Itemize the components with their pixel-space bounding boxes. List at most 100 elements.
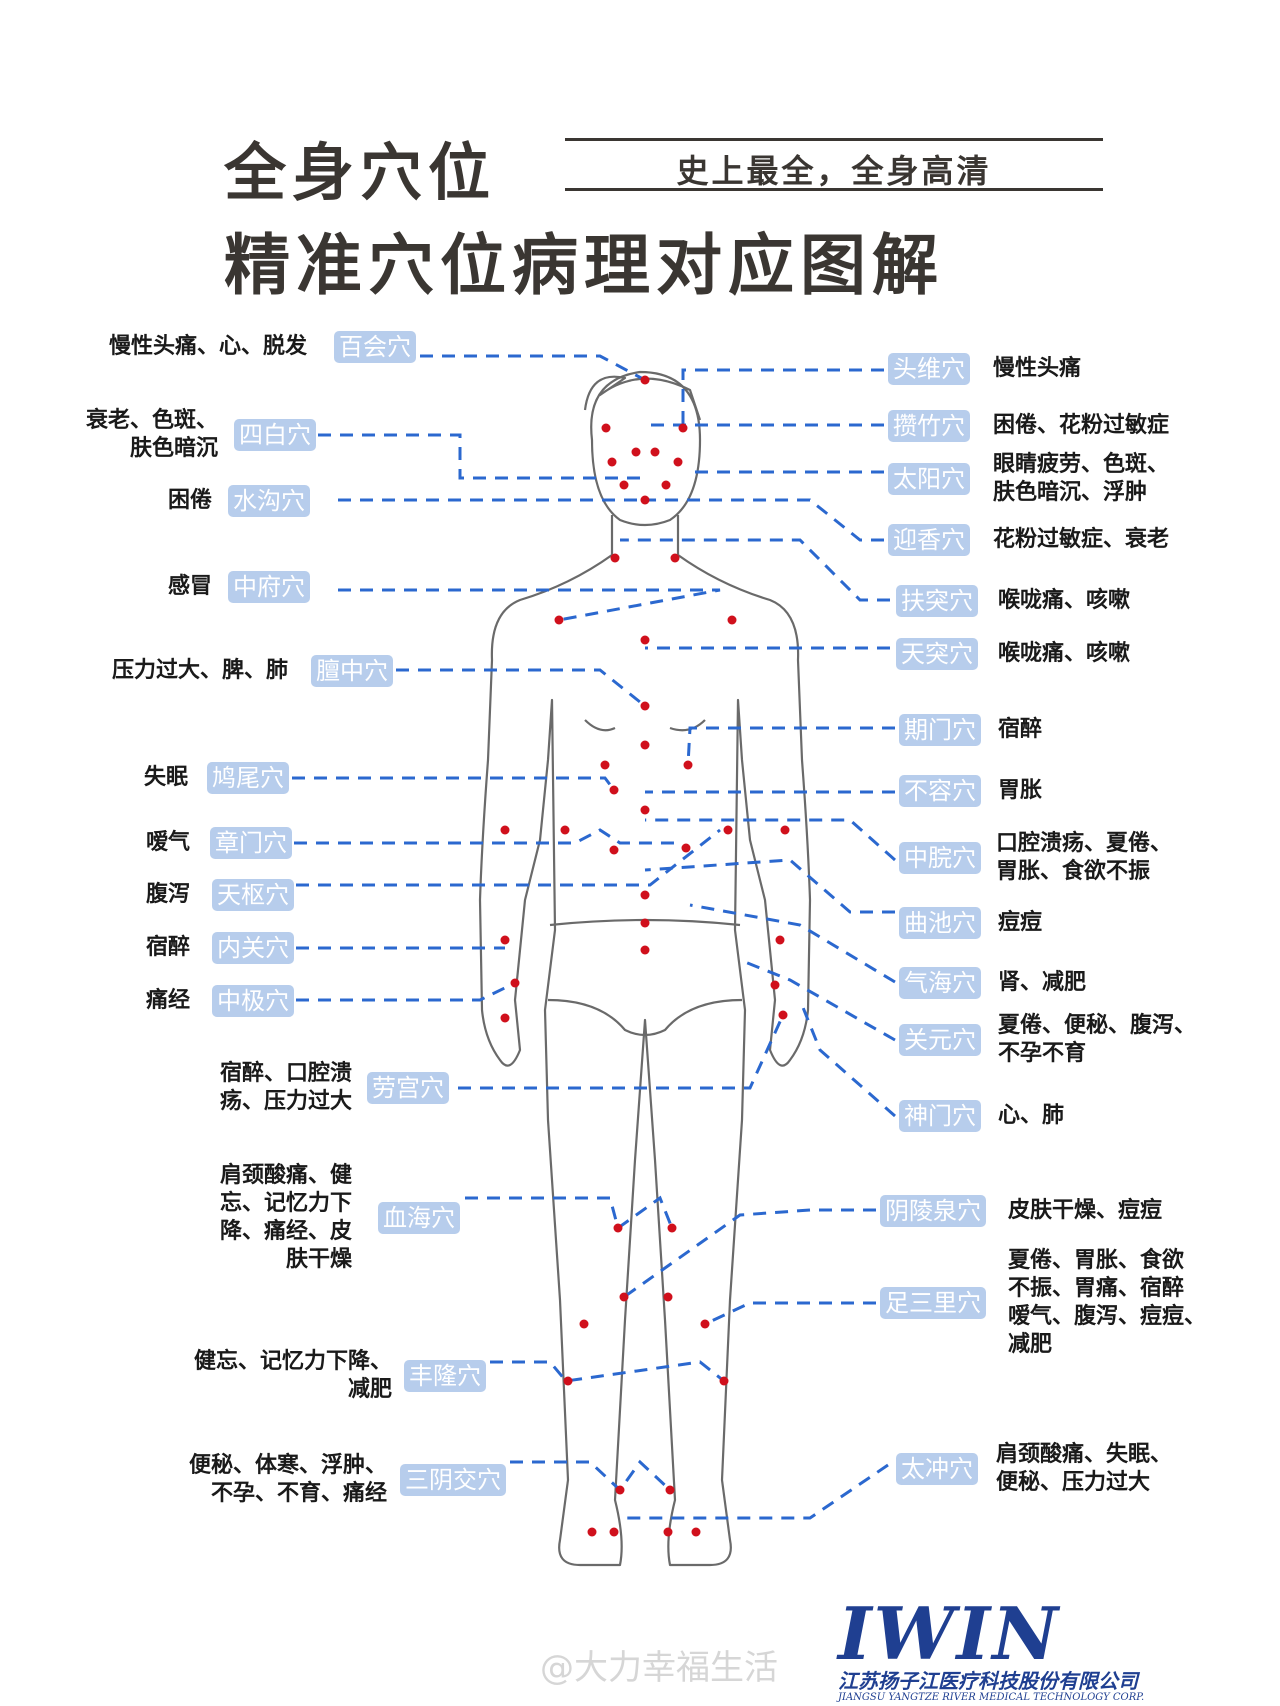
acupoint-dot <box>607 457 617 467</box>
acupoint-tag: 丰隆穴 <box>404 1360 486 1392</box>
acupoint-dot <box>619 480 629 490</box>
leader-lines <box>292 354 896 1520</box>
acupoint-dot <box>619 1292 629 1302</box>
acupoint-dot <box>663 1527 673 1537</box>
acupoint-effects: 便秘、体寒、浮肿、 不孕、不育、痛经 <box>188 1453 387 1506</box>
acupoint-dot <box>640 495 650 505</box>
acupoint-dot <box>681 843 691 853</box>
acupoint-tag: 章门穴 <box>210 827 292 859</box>
leader-line <box>458 1014 785 1090</box>
acupoint-tag: 太阳穴 <box>888 463 970 495</box>
acupoint-dot <box>615 1485 625 1495</box>
acupoint-effects: 困倦 <box>167 488 212 513</box>
leader-line <box>644 858 895 914</box>
acupoint-dot <box>673 457 683 467</box>
acupoint-effects: 健忘、记忆力下降、 减肥 <box>193 1349 392 1402</box>
acupoint-effects: 腹泻 <box>145 882 190 907</box>
leader-line <box>623 1208 876 1299</box>
acupoint-dot <box>640 945 650 955</box>
acupoint-dot <box>700 1319 710 1329</box>
acupoint-tag: 中极穴 <box>212 985 294 1017</box>
acupoint-effects: 眼睛疲劳、色斑、 肤色暗沉、浮肿 <box>993 452 1170 505</box>
acupoint-tag: 天突穴 <box>896 638 978 670</box>
acupoint-effects: 喉咙痛、咳嗽 <box>998 588 1131 613</box>
acupoint-dot <box>500 825 510 835</box>
leader-line <box>704 1301 876 1326</box>
acupoint-dot <box>613 1223 623 1233</box>
acupoint-dot <box>640 890 650 900</box>
leader-line <box>510 1459 672 1493</box>
acupoint-tag: 鸠尾穴 <box>207 762 289 794</box>
acupoint-dot <box>587 1527 597 1537</box>
acupoint-effects: 皮肤干燥、痘痘 <box>1008 1198 1163 1223</box>
acupoint-dot <box>727 615 737 625</box>
leader-line <box>396 668 646 708</box>
acupoint-dot <box>563 1376 573 1386</box>
acupoint-dot <box>510 978 520 988</box>
logo-company-en: JIANGSU YANGTZE RIVER MEDICAL TECHNOLOGY… <box>838 1692 1145 1703</box>
acupoint-tag: 关元穴 <box>899 1024 981 1056</box>
acupoint-dot <box>665 1485 675 1495</box>
acupoint-tag: 足三里穴 <box>880 1287 986 1319</box>
leader-line <box>292 776 616 791</box>
acupoint-effects: 慢性头痛、心、脱发 <box>108 334 307 359</box>
leader-line <box>490 1360 725 1383</box>
acupoint-tag: 期门穴 <box>899 714 981 746</box>
acupoint-tag: 内关穴 <box>212 932 294 964</box>
divider-top <box>565 138 1103 141</box>
subtitle: 史上最全，全身高清 <box>676 152 992 190</box>
leader-line <box>294 828 680 845</box>
leader-line <box>640 498 884 542</box>
acupoint-effects: 胃胀 <box>998 778 1043 803</box>
acupoint-dot <box>650 447 660 457</box>
acupoint-effects: 宿醉、口腔溃 疡、压力过大 <box>219 1061 352 1114</box>
leader-line <box>296 828 721 887</box>
acupoint-effects: 慢性头痛 <box>993 356 1082 381</box>
leader-line <box>645 818 896 862</box>
acupoint-effects: 衰老、色斑、 肤色暗沉 <box>85 408 218 461</box>
acupoint-dot <box>601 423 611 433</box>
acupoint-dot <box>579 1319 589 1329</box>
acupoints <box>500 375 790 1537</box>
acupoint-tag: 头维穴 <box>888 353 970 385</box>
acupoint-tag: 曲池穴 <box>899 907 981 939</box>
acupoint-effects: 嗳气 <box>145 830 190 855</box>
acupoint-dot <box>780 825 790 835</box>
acupoint-tag: 天枢穴 <box>212 879 294 911</box>
acupoint-dot <box>500 1013 510 1023</box>
acupoint-effects: 感冒 <box>167 574 212 599</box>
acupoint-dot <box>609 845 619 855</box>
logo-company-cn: 江苏扬子江医疗科技股份有限公司 <box>838 1669 1138 1693</box>
body-outline <box>478 370 812 1567</box>
acupoint-tag: 膻中穴 <box>311 655 393 687</box>
acupoint-tag: 阴陵泉穴 <box>880 1195 986 1227</box>
acupoint-effects: 喉咙痛、咳嗽 <box>998 641 1131 666</box>
acupoint-effects: 口腔溃疡、夏倦、 胃胀、食欲不振 <box>996 831 1173 884</box>
acupoint-dot <box>667 1223 677 1233</box>
acupoint-dot <box>640 805 650 815</box>
acupoint-tag: 不容穴 <box>899 775 981 807</box>
acupoint-dot <box>640 375 650 385</box>
acupoint-tag: 劳宫穴 <box>367 1072 449 1104</box>
acupoint-dot <box>670 553 680 563</box>
acupoint-effects: 心、肺 <box>998 1103 1065 1128</box>
acupoint-dot <box>770 980 780 990</box>
acupoint-tag: 百会穴 <box>334 331 416 363</box>
leader-line <box>338 588 721 622</box>
acupoint-dot <box>678 423 688 433</box>
acupoint-dot <box>723 825 733 835</box>
acupoint-effects: 肩颈酸痛、失眠、 便秘、压力过大 <box>996 1442 1173 1495</box>
leader-line <box>296 981 516 1002</box>
acupoint-effects: 肩颈酸痛、健 忘、记忆力下 降、痛经、皮 肤干燥 <box>219 1163 352 1272</box>
title-line2: 精准穴位病理对应图解 <box>224 227 944 304</box>
acupoint-effects: 失眠 <box>143 765 188 790</box>
acupoint-tag: 中脘穴 <box>899 842 981 874</box>
acupoint-dot <box>609 785 619 795</box>
acupoint-dot <box>610 553 620 563</box>
acupoint-tag: 中府穴 <box>228 571 310 603</box>
leader-line <box>620 1463 889 1520</box>
acupoint-effects: 夏倦、便秘、腹泻、 不孕不育 <box>998 1013 1197 1066</box>
logo-wordmark: IWIN <box>838 1591 1061 1676</box>
acupoint-dot <box>683 760 693 770</box>
